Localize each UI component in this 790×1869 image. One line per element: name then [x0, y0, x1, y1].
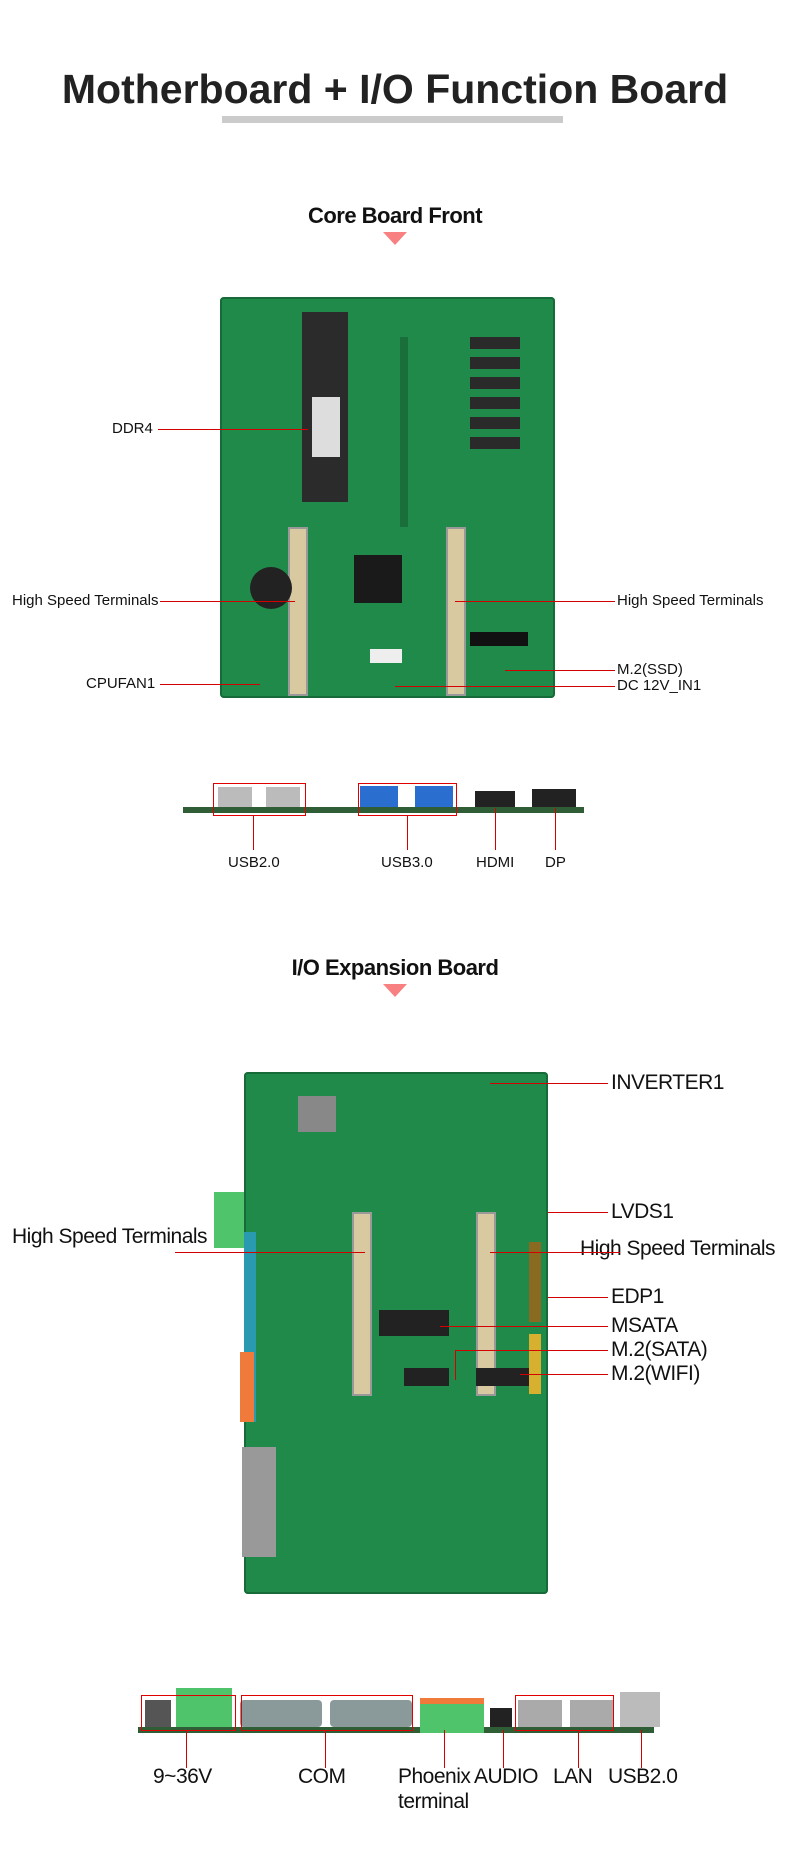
callout-line	[186, 1730, 187, 1768]
cmos-battery	[250, 567, 292, 609]
label-m2-sata: M.2(SATA)	[611, 1338, 708, 1361]
callout-line	[444, 1730, 445, 1768]
label-hst-right: High Speed Terminals	[580, 1237, 776, 1260]
cpu-chip	[354, 555, 402, 603]
lvds-header	[529, 1242, 541, 1322]
usb2-port	[266, 787, 300, 807]
m2-wifi-slot	[476, 1368, 531, 1386]
power-components	[470, 337, 520, 457]
port-label-phoenix-2: terminal	[398, 1790, 469, 1813]
label-inverter: INVERTER1	[611, 1071, 724, 1094]
callout-line	[455, 1350, 608, 1351]
callout-line	[158, 429, 308, 430]
msata-slot	[379, 1310, 449, 1336]
callout-line	[407, 815, 408, 850]
callout-line	[490, 1252, 620, 1253]
phoenix-terminal	[420, 1698, 484, 1733]
callout-line	[548, 1212, 608, 1213]
label-m2-ssd: M.2(SSD)	[617, 661, 683, 678]
label-hst-right: High Speed Terminals	[617, 592, 764, 609]
highlight-box	[515, 1695, 614, 1731]
power-terminal	[214, 1192, 244, 1248]
com-port	[330, 1700, 412, 1727]
dc-jack	[145, 1700, 171, 1727]
phoenix-terminal	[240, 1352, 254, 1422]
callout-line	[395, 686, 615, 687]
callout-line	[548, 1297, 608, 1298]
core-side-pcb	[183, 807, 584, 813]
down-arrow-icon	[383, 232, 407, 245]
edp-header	[529, 1334, 541, 1394]
label-lvds: LVDS1	[611, 1200, 674, 1223]
callout-line	[160, 684, 260, 685]
usb3-port	[360, 786, 398, 807]
label-hst-left: High Speed Terminals	[12, 1225, 208, 1248]
ddr4-label-sticker	[312, 397, 340, 457]
callout-line	[455, 1350, 456, 1380]
audio-jack	[490, 1708, 512, 1727]
callout-line	[490, 1083, 608, 1084]
port-label-usb2: USB2.0	[228, 854, 280, 871]
port-label-power: 9~36V	[153, 1765, 212, 1788]
port-label-lan: LAN	[553, 1765, 593, 1788]
lan-port	[570, 1700, 614, 1727]
port-label-usb2: USB2.0	[608, 1765, 678, 1788]
label-msata: MSATA	[611, 1314, 678, 1337]
terminal-left	[288, 527, 308, 696]
m2-sata-slot	[404, 1368, 449, 1386]
label-ddr4: DDR4	[112, 420, 153, 437]
dp-port	[532, 789, 576, 807]
highlight-box	[213, 783, 306, 816]
label-hst-left: High Speed Terminals	[12, 592, 159, 609]
highlight-box	[358, 783, 457, 816]
callout-line	[495, 808, 496, 850]
core-board-image	[220, 297, 555, 698]
port-label-audio: AUDIO	[474, 1765, 539, 1788]
callout-line	[175, 1252, 365, 1253]
callout-line	[641, 1730, 642, 1768]
usb2-port	[218, 787, 252, 807]
trace	[400, 337, 408, 527]
port-label-dp: DP	[545, 854, 566, 871]
label-cpufan: CPUFAN1	[86, 675, 156, 692]
title-underline	[222, 116, 563, 123]
label-dc-in: DC 12V_IN1	[617, 677, 702, 694]
dc-connector	[370, 649, 402, 663]
hdmi-port	[475, 791, 515, 807]
lan-port	[518, 1700, 562, 1727]
terminal-right	[446, 527, 466, 696]
callout-line	[505, 670, 615, 671]
callout-line	[520, 1374, 608, 1375]
highlight-box	[141, 1695, 236, 1731]
label-m2-wifi: M.2(WIFI)	[611, 1362, 700, 1385]
terminal-left	[352, 1212, 372, 1396]
com-port	[240, 1700, 322, 1727]
callout-line	[253, 815, 254, 850]
callout-line	[555, 808, 556, 850]
callout-line	[578, 1730, 579, 1768]
power-terminal	[176, 1688, 232, 1727]
io-board-image	[214, 1072, 548, 1594]
m2-slot	[470, 632, 528, 646]
callout-line	[160, 601, 295, 602]
lan-ports	[242, 1447, 276, 1557]
usb2-ports	[620, 1692, 660, 1727]
port-label-usb3: USB3.0	[381, 854, 433, 871]
callout-line	[440, 1326, 608, 1327]
io-board-heading: I/O Expansion Board	[291, 955, 499, 980]
inductor	[298, 1096, 336, 1132]
callout-line	[325, 1730, 326, 1768]
callout-line	[455, 601, 615, 602]
page-title: Motherboard + I/O Function Board	[61, 66, 729, 112]
core-board-heading: Core Board Front	[307, 203, 483, 228]
down-arrow-icon	[383, 984, 407, 997]
label-edp: EDP1	[611, 1285, 664, 1308]
port-label-phoenix: Phoenix	[398, 1765, 471, 1788]
port-label-com: COM	[298, 1765, 346, 1788]
port-label-hdmi: HDMI	[476, 854, 515, 871]
highlight-box	[241, 1695, 413, 1731]
callout-line	[503, 1730, 504, 1768]
usb3-port	[415, 786, 453, 807]
